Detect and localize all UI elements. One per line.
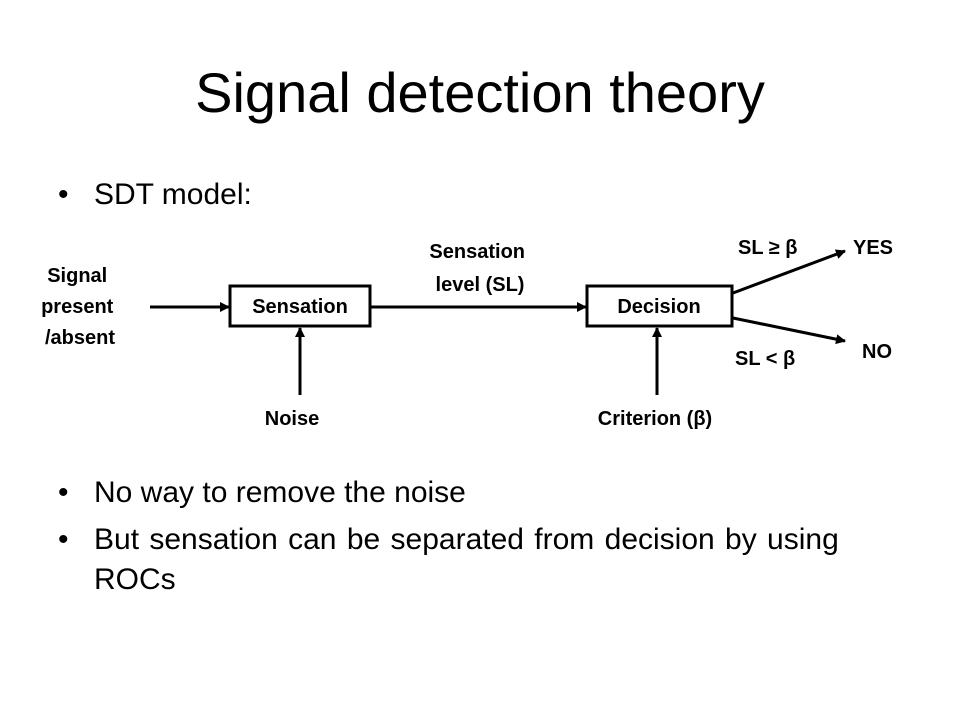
- bullet-marker: •: [58, 523, 69, 556]
- yes-condition-label: SL ≥ β: [738, 237, 798, 259]
- bullet-text: But sensation can be separated from deci…: [94, 523, 839, 596]
- yes-label: YES: [853, 237, 893, 259]
- no-branch-arrow: [732, 316, 846, 345]
- slide-title: Signal detection theory: [195, 61, 765, 124]
- no-label: NO: [862, 341, 892, 363]
- decision-box-label: Decision: [617, 296, 700, 318]
- sensation-level-label: Sensation level (SL): [429, 241, 530, 296]
- bullet-text: SDT model:: [94, 178, 252, 211]
- bullet-text: No way to remove the noise: [94, 476, 466, 509]
- no-condition-label: SL < β: [735, 348, 795, 370]
- bullet-marker: •: [58, 178, 69, 211]
- input-label: Signal present /absent: [41, 265, 119, 349]
- yes-branch-arrow: [732, 249, 846, 295]
- criterion-label: Criterion (β): [598, 408, 712, 430]
- sensation-box: [228, 284, 372, 328]
- bullet-marker: •: [58, 476, 69, 509]
- sensation-box-label: Sensation: [252, 296, 348, 318]
- noise-label: Noise: [265, 408, 319, 430]
- decision-box: [585, 284, 734, 328]
